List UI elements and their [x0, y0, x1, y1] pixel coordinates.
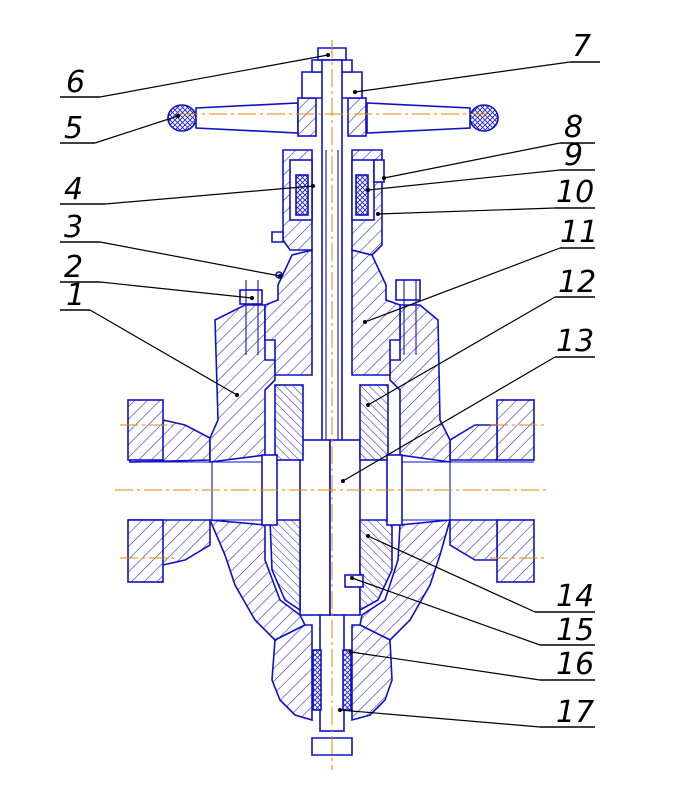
callout-17: 17 — [556, 695, 594, 730]
callout-7: 7 — [572, 29, 591, 64]
valve-body — [127, 304, 535, 722]
handwheel — [167, 47, 499, 137]
center-lines — [115, 40, 550, 770]
callout-2: 2 — [64, 250, 83, 285]
callout-5: 5 — [64, 111, 83, 146]
callout-11: 11 — [560, 215, 598, 250]
yoke-housing — [271, 149, 385, 279]
callout-1: 1 — [66, 278, 85, 313]
callout-10: 10 — [556, 175, 594, 210]
callout-14: 14 — [556, 579, 594, 614]
callout-6: 6 — [66, 65, 85, 100]
gate-assembly — [261, 384, 403, 616]
bonnet — [239, 248, 421, 376]
callout-12: 12 — [558, 265, 596, 300]
callout-15: 15 — [556, 613, 594, 648]
callout-3: 3 — [64, 210, 83, 245]
callout-9: 9 — [564, 138, 583, 173]
callout-8: 8 — [564, 110, 583, 145]
callout-labels: 6 5 4 3 2 1 7 8 9 10 11 12 13 14 15 16 1… — [64, 29, 598, 730]
callout-16: 16 — [556, 647, 594, 682]
callout-4: 4 — [64, 172, 83, 207]
callout-13: 13 — [556, 324, 594, 359]
leader-lines — [60, 53, 600, 728]
